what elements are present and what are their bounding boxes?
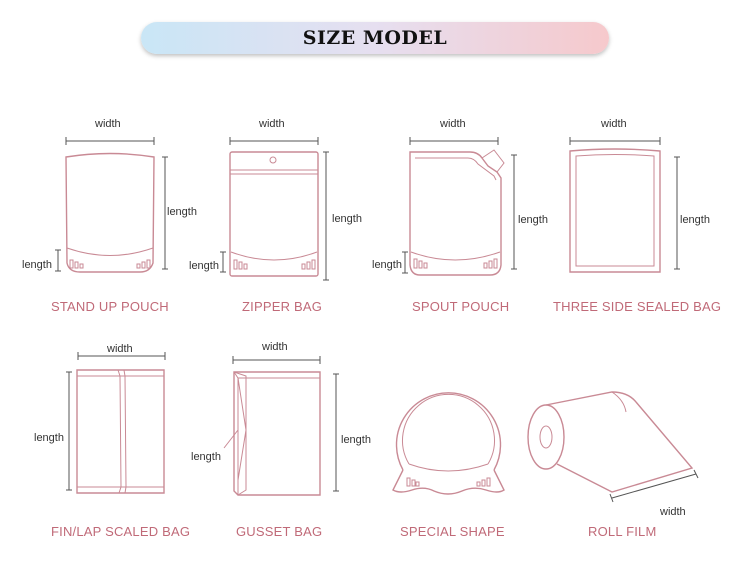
gusset-length-label: length	[191, 451, 221, 463]
width-label: width	[107, 343, 133, 355]
caption-zipper-bag: ZIPPER BAG	[242, 299, 323, 314]
caption-fin-lap-scaled-bag: FIN/LAP SCALED BAG	[51, 524, 191, 539]
gusset-length-label: length	[372, 259, 402, 271]
width-label: width	[259, 118, 285, 130]
length-label: length	[680, 214, 710, 226]
caption-three-side-sealed-bag: THREE SIDE SEALED BAG	[553, 299, 722, 314]
caption-special-shape: SPECIAL SHAPE	[400, 524, 505, 539]
length-label: length	[332, 213, 362, 225]
title-banner: SIZE MODEL	[141, 22, 609, 54]
width-label: width	[660, 506, 686, 518]
length-label: length	[341, 434, 371, 446]
length-label: length	[167, 206, 197, 218]
caption-gusset-bag: GUSSET BAG	[236, 524, 323, 539]
length-label: length	[34, 432, 64, 444]
gusset-length-label: length	[22, 259, 52, 271]
width-label: width	[262, 341, 288, 353]
page-title: SIZE MODEL	[302, 27, 448, 49]
width-label: width	[601, 118, 627, 130]
width-label: width	[440, 118, 466, 130]
caption-spout-pouch: SPOUT POUCH	[412, 299, 510, 314]
width-label: width	[95, 118, 121, 130]
gusset-length-label: length	[189, 260, 219, 272]
length-label: length	[518, 214, 548, 226]
caption-stand-up-pouch: STAND UP POUCH	[51, 299, 169, 314]
caption-roll-film: ROLL FILM	[588, 524, 657, 539]
